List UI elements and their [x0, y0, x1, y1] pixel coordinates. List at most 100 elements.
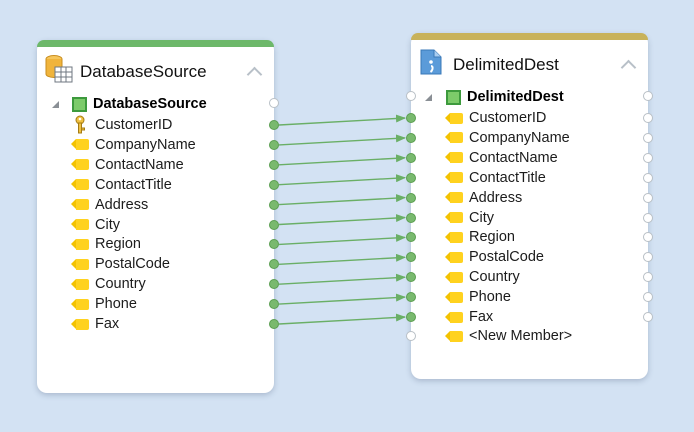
- source-field-row[interactable]: Region: [71, 234, 141, 254]
- destination-field-row[interactable]: City: [445, 208, 494, 228]
- destination-input-port[interactable]: [406, 292, 416, 303]
- source-field-label: Fax: [95, 316, 120, 332]
- destination-title: DelimitedDest: [453, 55, 559, 74]
- source-field-row[interactable]: CompanyName: [71, 135, 196, 155]
- destination-output-port[interactable]: [643, 113, 653, 123]
- source-output-port[interactable]: [269, 319, 279, 329]
- destination-output-port[interactable]: [643, 292, 653, 303]
- field-icon: [445, 251, 463, 263]
- new-member-row[interactable]: <New Member>: [445, 326, 572, 346]
- field-icon: [445, 311, 463, 323]
- destination-output-port[interactable]: [643, 312, 653, 322]
- destination-field-row[interactable]: CompanyName: [445, 128, 570, 148]
- destination-root-row[interactable]: DelimitedDest: [446, 87, 564, 107]
- destination-field-row[interactable]: ContactTitle: [445, 168, 546, 188]
- field-icon: [445, 212, 463, 223]
- destination-header-bar: [411, 33, 648, 40]
- destination-root-output-port[interactable]: [643, 91, 653, 101]
- destination-field-label: City: [469, 209, 494, 226]
- source-field-row[interactable]: Phone: [71, 294, 137, 314]
- destination-input-port[interactable]: [406, 272, 416, 283]
- destination-field-row[interactable]: Address: [445, 188, 522, 208]
- destination-field-label: CompanyName: [469, 129, 570, 146]
- destination-output-port[interactable]: [643, 192, 653, 203]
- destination-output-port[interactable]: [643, 152, 653, 163]
- mapping-link[interactable]: [278, 253, 406, 265]
- destination-field-label: ContactName: [469, 149, 558, 166]
- destination-output-port[interactable]: [643, 172, 653, 183]
- destination-input-port[interactable]: [406, 232, 416, 243]
- source-field-row[interactable]: ContactName: [71, 155, 184, 175]
- source-output-port[interactable]: [269, 179, 279, 190]
- destination-field-row[interactable]: Region: [445, 227, 515, 247]
- field-icon: [71, 318, 89, 330]
- field-icon: [71, 219, 89, 230]
- source-field-row[interactable]: ContactTitle: [71, 175, 172, 195]
- destination-output-port[interactable]: [643, 232, 653, 243]
- mapping-link[interactable]: [278, 313, 406, 325]
- source-field-row[interactable]: City: [71, 215, 120, 235]
- destination-input-port[interactable]: [406, 252, 416, 263]
- destination-field-row[interactable]: ContactName: [445, 148, 558, 168]
- destination-output-port[interactable]: [643, 272, 653, 283]
- destination-field-row[interactable]: CustomerID: [445, 108, 546, 128]
- mapping-link[interactable]: [278, 273, 406, 285]
- mapping-link[interactable]: [278, 194, 406, 206]
- destination-field-label: CustomerID: [469, 110, 547, 126]
- destination-input-port[interactable]: [406, 132, 416, 143]
- source-field-row[interactable]: Address: [71, 195, 148, 215]
- mapping-link[interactable]: [278, 214, 406, 226]
- source-root-port[interactable]: [269, 98, 279, 108]
- destination-input-port[interactable]: [406, 152, 416, 163]
- destination-input-port[interactable]: [406, 113, 416, 123]
- destination-field-row[interactable]: Country: [445, 267, 520, 287]
- mapping-link[interactable]: [278, 114, 406, 126]
- source-field-row[interactable]: PostalCode: [71, 254, 170, 274]
- source-field-row[interactable]: Fax: [71, 314, 119, 334]
- destination-root-input-port[interactable]: [406, 91, 416, 101]
- destination-field-row[interactable]: PostalCode: [445, 247, 544, 267]
- source-root-label: DatabaseSource: [93, 96, 207, 112]
- mapping-link[interactable]: [278, 233, 406, 246]
- source-field-row[interactable]: CustomerID: [71, 115, 172, 135]
- source-output-port[interactable]: [269, 299, 279, 310]
- source-field-label: City: [95, 216, 120, 233]
- source-output-port[interactable]: [269, 219, 279, 230]
- destination-field-row[interactable]: Phone: [445, 287, 511, 307]
- destination-input-port[interactable]: [406, 212, 416, 223]
- source-output-port[interactable]: [269, 139, 279, 150]
- mapping-link[interactable]: [278, 174, 406, 186]
- destination-field-label: Address: [469, 189, 523, 206]
- entity-icon: [446, 89, 461, 105]
- expand-triangle-icon[interactable]: [52, 101, 59, 108]
- mapping-link[interactable]: [278, 293, 406, 305]
- expand-triangle-icon[interactable]: [425, 94, 432, 101]
- field-icon: [445, 330, 463, 342]
- source-node[interactable]: DatabaseSource DatabaseSource CustomerID…: [37, 40, 279, 393]
- destination-input-port[interactable]: [406, 172, 416, 183]
- source-output-port[interactable]: [269, 239, 279, 250]
- source-output-port[interactable]: [269, 120, 279, 130]
- source-root-row[interactable]: DatabaseSource: [72, 94, 207, 114]
- source-header-bar: [37, 40, 274, 47]
- source-output-port[interactable]: [269, 199, 279, 210]
- destination-input-port[interactable]: [406, 312, 416, 322]
- destination-field-row[interactable]: Fax: [445, 307, 493, 327]
- source-output-port[interactable]: [269, 159, 279, 170]
- new-member-input-port[interactable]: [406, 331, 416, 341]
- field-icon: [445, 132, 463, 144]
- source-output-port[interactable]: [269, 279, 279, 290]
- destination-input-port[interactable]: [406, 192, 416, 203]
- destination-output-port[interactable]: [643, 212, 653, 223]
- mapping-link[interactable]: [278, 134, 406, 146]
- destination-output-port[interactable]: [643, 132, 653, 143]
- source-field-row[interactable]: Country: [71, 274, 146, 294]
- destination-node[interactable]: DelimitedDest DelimitedDest CustomerID Co…: [406, 33, 653, 379]
- field-icon: [71, 139, 89, 151]
- source-output-port[interactable]: [269, 259, 279, 270]
- destination-output-port[interactable]: [643, 252, 653, 263]
- field-icon: [445, 172, 463, 184]
- field-icon: [71, 199, 89, 211]
- mapping-link[interactable]: [278, 154, 406, 166]
